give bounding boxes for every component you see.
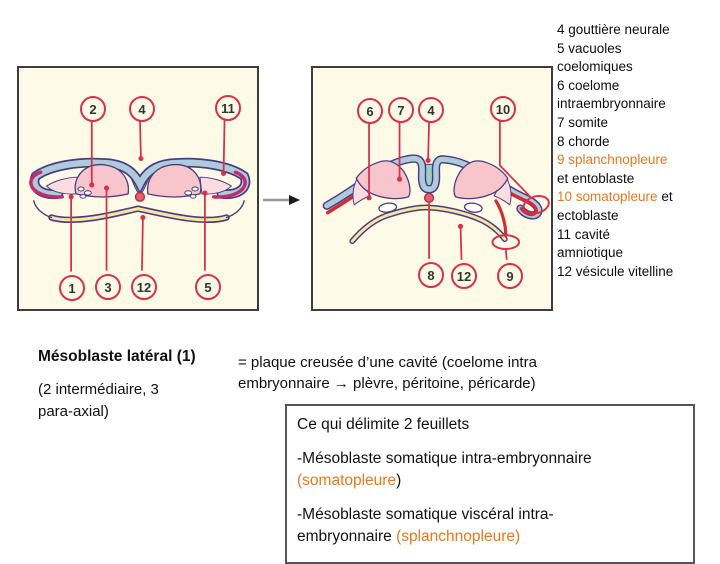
info-paragraph-1: Ce qui délimite 2 feuillets [297, 416, 470, 433]
somite-masses [45, 164, 233, 198]
info-paragraph-3: -Mésoblaste somatique viscéral intra-emb… [297, 505, 554, 546]
diagram-box-stage1: 2 4 11 1 3 12 5 [17, 66, 259, 311]
leader-lines [68, 120, 227, 272]
slide: 2 4 11 1 3 12 5 [17, 22, 695, 564]
diagram1-label-12: 12 [131, 274, 157, 300]
diagram2-label-10: 10 [490, 96, 516, 122]
mesoblaste-subtitle: (2 intermédiaire, 3 para-axial) [38, 379, 218, 422]
lateral-mesoderm-ribbons [29, 170, 247, 199]
mesoblaste-subtitle-line1: (2 intermédiaire, 3 [38, 381, 159, 398]
chorde-dot [423, 192, 435, 203]
diagram2-label-6: 6 [357, 98, 383, 124]
feuillets-info-box: Ce qui délimite 2 feuillets -Mésoblaste … [285, 404, 695, 564]
diagram2-label-9: 9 [497, 263, 523, 289]
plaque-note: = plaque creusée d’une cavité (coelome i… [238, 352, 573, 394]
diagram1-label-2: 2 [80, 96, 106, 122]
diagram1-label-3: 3 [95, 274, 121, 300]
diagram1-label-5: 5 [195, 274, 221, 300]
chorde-dot [134, 191, 146, 202]
embryo-cross-section-stage2 [322, 121, 550, 260]
diagram1-label-4: 4 [129, 96, 155, 122]
mesoblaste-note: Mésoblaste latéral (1) (2 intermédiaire,… [38, 347, 218, 422]
diagram1-label-1: 1 [59, 275, 85, 301]
diagram-box-stage2: 6 7 4 10 8 12 9 [311, 66, 553, 311]
plaque-note-line2: embryonnaire → plèvre, péritoine, périca… [238, 375, 536, 392]
entoblast-band [349, 204, 508, 245]
leader-lines [366, 121, 532, 260]
coelom-cavities [378, 202, 483, 213]
mesoblaste-subtitle-line2: para-axial) [38, 402, 109, 420]
info-paragraph-2: -Mésoblaste somatique intra-embryonnaire… [297, 449, 592, 490]
diagram2-label-12: 12 [451, 263, 477, 289]
mesoblaste-title: Mésoblaste latéral (1) [38, 348, 196, 365]
diagram1-label-11: 11 [215, 95, 241, 121]
diagram2-label-8: 8 [418, 262, 444, 288]
plaque-note-line1: = plaque creusée d’une cavité (coelome i… [238, 354, 537, 371]
embryo-cross-section-stage1 [29, 120, 251, 272]
entoblast-band [33, 200, 245, 223]
transition-arrow-icon [263, 195, 300, 205]
annotation-ellipses [491, 195, 550, 250]
diagram2-label-4: 4 [418, 97, 444, 123]
coelomic-vacuoles [77, 186, 199, 199]
diagram2-label-7: 7 [388, 97, 414, 123]
